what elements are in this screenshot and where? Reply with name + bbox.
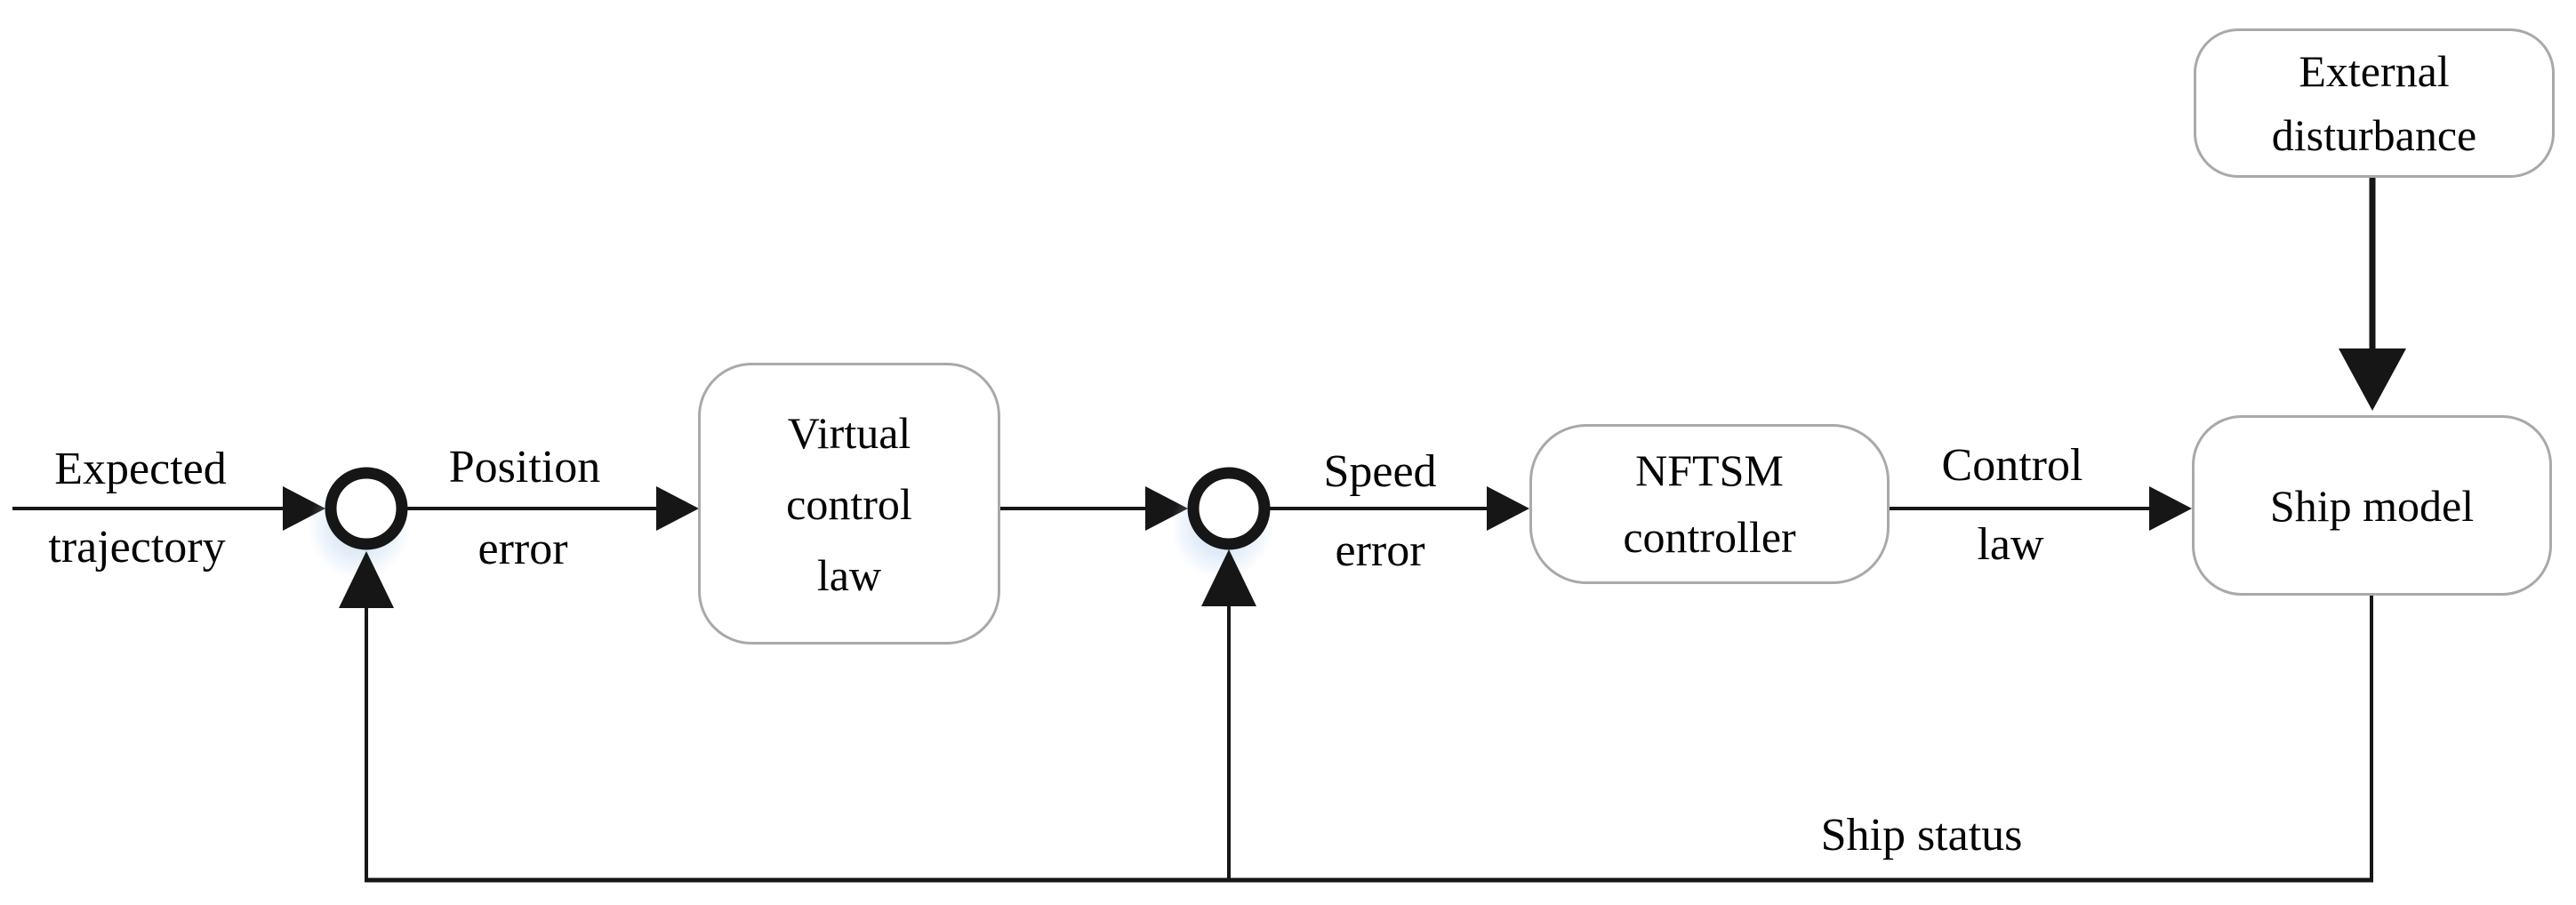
arrowhead-into-ship-top [2339,348,2406,411]
arrowhead-into-junction-1 [283,486,325,531]
speed-error-label-line2: error [1335,525,1425,576]
ship-model-box: Ship model [2192,415,2552,596]
arrowhead-into-virtual-box [656,486,699,531]
nftsm-controller-box: NFTSM controller [1529,424,1890,584]
virtual-control-law-label-line2: control [786,478,912,529]
control-law-label-line2: law [1977,519,2044,570]
nftsm-controller-label-line1: NFTSM [1635,445,1784,495]
external-disturbance-label-line2: disturbance [2271,110,2477,160]
virtual-control-law-label-line1: Virtual [787,407,911,458]
external-disturbance-label-line1: External [2299,46,2450,96]
external-disturbance-box: External disturbance [2194,28,2555,178]
position-error-label-line1: Position [448,442,601,493]
arrowhead-up-into-junction-2 [1201,549,1256,606]
arrowhead-into-ship-box [2149,486,2192,531]
virtual-control-law-box: Virtual control law [698,363,1000,645]
expected-trajectory-label-line1: Expected [54,444,227,494]
control-law-label-line1: Control [1941,440,2083,491]
position-error-label-line2: error [477,524,568,574]
ship-model-label: Ship model [2269,480,2475,531]
summing-junction-1 [325,467,408,550]
summing-junction-2 [1187,467,1271,550]
arrowhead-up-into-junction-1 [339,551,394,608]
virtual-control-law-label-line3: law [816,549,882,600]
nftsm-controller-label-line2: controller [1623,512,1796,562]
arrowhead-into-junction-2 [1145,486,1188,531]
speed-error-label-line1: Speed [1323,446,1437,497]
expected-trajectory-label-line2: trajectory [48,522,226,573]
arrowhead-into-nftsm-box [1487,486,1529,531]
ship-status-label: Ship status [1820,810,2023,861]
